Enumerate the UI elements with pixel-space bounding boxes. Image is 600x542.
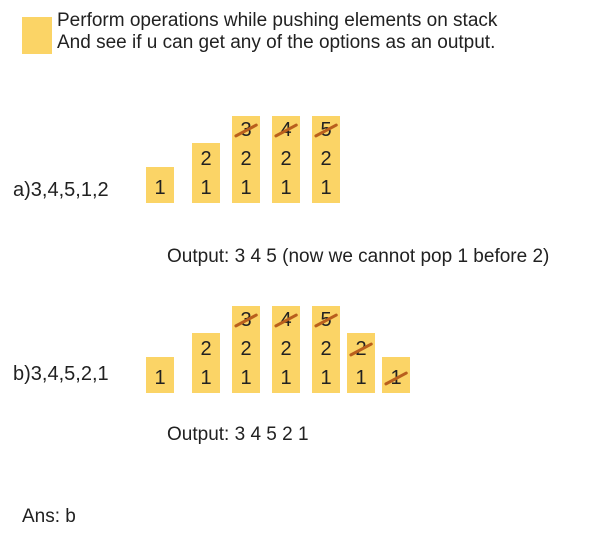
stack-cell: 1 (192, 174, 220, 203)
stack-cell: 2 (192, 335, 220, 364)
stack-cell: 1 (192, 364, 220, 393)
stack-cell: 1 (146, 174, 174, 203)
stack-cell: 2 (232, 145, 260, 174)
stack-cell-value: 1 (154, 367, 166, 389)
answer-text: Ans: b (22, 506, 76, 527)
stack-cell-value: 2 (200, 148, 212, 170)
stack-cell: 1 (232, 174, 260, 203)
stack-cell-value: 1 (280, 367, 292, 389)
stack-cell: 1 (312, 174, 340, 203)
stack-cell: 5 (312, 116, 340, 145)
stack-cell: 2 (232, 335, 260, 364)
stack-b-6: 21 (347, 333, 375, 393)
stack-cell: 1 (272, 364, 300, 393)
stack-cell-value: 2 (320, 338, 332, 360)
stack-a-1: 1 (146, 167, 174, 203)
stack-cell-value: 1 (200, 177, 212, 199)
stack-cell: 1 (146, 364, 174, 393)
stack-cell: 1 (232, 364, 260, 393)
stack-cell: 3 (232, 306, 260, 335)
stack-b-7: 1 (382, 357, 410, 393)
stack-cell-value: 1 (280, 177, 292, 199)
stack-b-1: 1 (146, 357, 174, 393)
stack-cell-value: 1 (240, 367, 252, 389)
stack-b-5: 5 2 1 (312, 306, 340, 393)
stack-b-3: 3 2 1 (232, 306, 260, 393)
stack-cell-value: 2 (280, 338, 292, 360)
stack-cell: 1 (272, 174, 300, 203)
title-line-1: Perform operations while pushing element… (57, 10, 498, 31)
stack-cell: 2 (192, 145, 220, 174)
stack-a-4: 4 2 1 (272, 116, 300, 203)
stack-cell: 3 (232, 116, 260, 145)
stack-a-5: 5 2 1 (312, 116, 340, 203)
stack-cell-value: 2 (240, 148, 252, 170)
stack-cell-value: 1 (320, 177, 332, 199)
stack-cell-value: 2 (200, 338, 212, 360)
stack-cell: 2 (312, 335, 340, 364)
stack-cell-value: 1 (154, 177, 166, 199)
output-a-text: Output: 3 4 5 (now we cannot pop 1 befor… (167, 246, 550, 267)
stack-a-3: 3 2 1 (232, 116, 260, 203)
title-line-2: And see if u can get any of the options … (57, 32, 496, 53)
title-block: Perform operations while pushing element… (57, 10, 497, 54)
stack-cell-value: 1 (240, 177, 252, 199)
option-b-label: b)3,4,5,2,1 (13, 363, 109, 385)
stack-cell-value: 2 (280, 148, 292, 170)
stack-cell: 1 (347, 364, 375, 393)
stack-cell: 4 (272, 306, 300, 335)
output-b-text: Output: 3 4 5 2 1 (167, 424, 309, 445)
stack-cell-value: 2 (240, 338, 252, 360)
stack-cell: 1 (382, 364, 410, 393)
stack-cell-value: 1 (320, 367, 332, 389)
stack-cell-value: 1 (355, 367, 367, 389)
stack-cell-value: 1 (200, 367, 212, 389)
stack-cell: 2 (272, 145, 300, 174)
stack-cell: 2 (347, 335, 375, 364)
stack-b-4: 4 2 1 (272, 306, 300, 393)
stack-cell: 1 (312, 364, 340, 393)
yellow-square-bullet-icon (22, 17, 52, 54)
stack-cell-value: 2 (320, 148, 332, 170)
stack-cell: 4 (272, 116, 300, 145)
stack-cell: 2 (272, 335, 300, 364)
stack-cell: 5 (312, 306, 340, 335)
option-a-label: a)3,4,5,1,2 (13, 179, 109, 201)
stack-cell: 2 (312, 145, 340, 174)
